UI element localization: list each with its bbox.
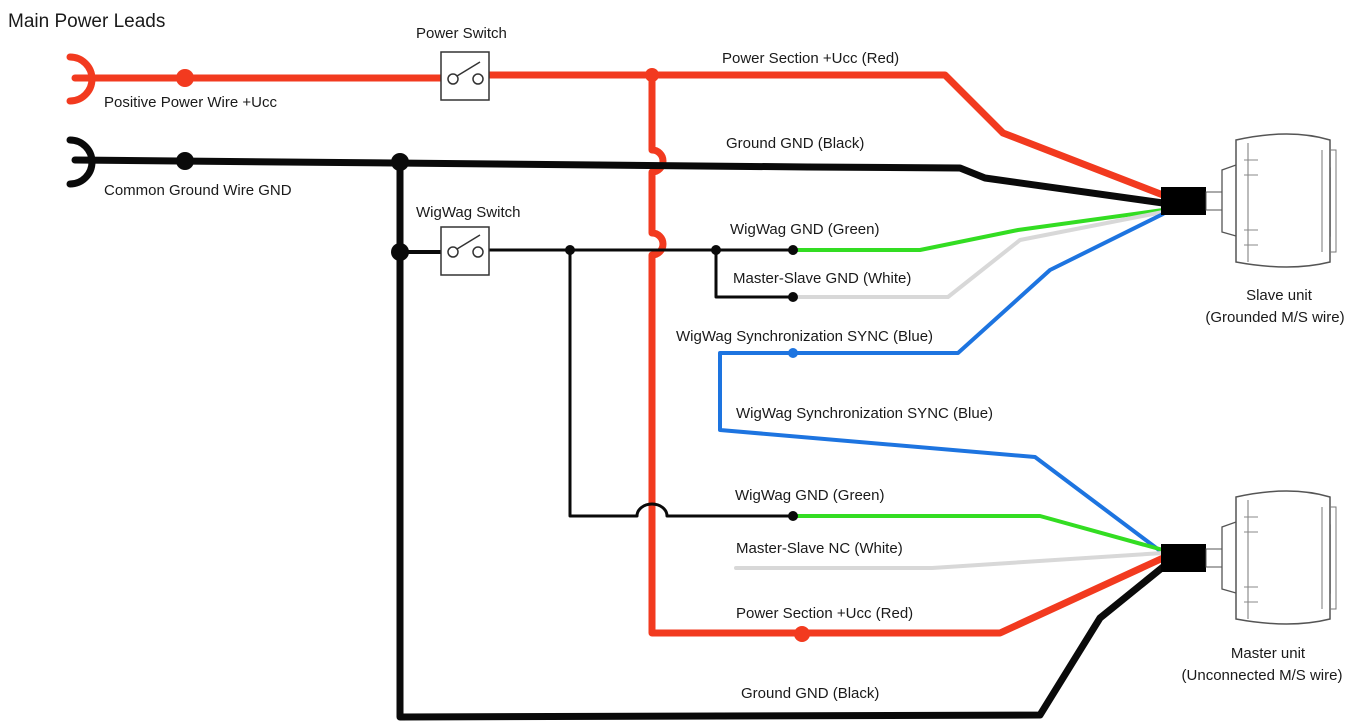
ground-lead-connector (66, 136, 96, 188)
slave-ms-wire-white (791, 210, 1165, 299)
junction-dot (788, 245, 798, 255)
junction-dot (788, 292, 798, 302)
wigwag-feed-master (568, 248, 795, 518)
junction-dot (176, 69, 194, 87)
slave-ms-white-label: Master-Slave GND (White) (733, 270, 911, 287)
sync-wire-blue (718, 212, 1165, 555)
junction-dot (788, 348, 798, 358)
wigwag-switch-label: WigWag Switch (416, 204, 520, 221)
slave-wigwag-wire-green (791, 208, 1165, 252)
slave-wigwag-green-label: WigWag GND (Green) (730, 221, 879, 238)
master-unit-name: Master unit (1231, 645, 1306, 662)
ms-ground-drop (714, 248, 795, 299)
slave-unit-note: (Grounded M/S wire) (1205, 309, 1344, 326)
slave-unit-icon (1161, 133, 1337, 268)
wigwag-switch-icon (440, 226, 490, 276)
positive-lead-connector (66, 53, 96, 105)
master-power-red-label: Power Section +Ucc (Red) (736, 605, 913, 622)
junction-dot (391, 153, 409, 171)
common-ground-wire (71, 156, 812, 171)
slave-power-red-label: Power Section +Ucc (Red) (722, 50, 899, 67)
junctions (176, 68, 810, 642)
power-switch-label: Power Switch (416, 25, 507, 42)
master-sync-blue-label: WigWag Synchronization SYNC (Blue) (736, 405, 993, 422)
junction-dot (788, 511, 798, 521)
master-ms-white-label: Master-Slave NC (White) (736, 540, 903, 557)
wires (71, 71, 1167, 721)
master-ground-wire-black (396, 158, 1167, 721)
slave-ground-black-label: Ground GND (Black) (726, 135, 864, 152)
master-wigwag-wire-green (791, 514, 1165, 552)
master-ms-wire-white (734, 551, 1165, 570)
diagram-title: Main Power Leads (8, 11, 165, 32)
master-unit-icon (1161, 490, 1337, 625)
slave-power-wire-red (484, 71, 1167, 199)
slave-sync-blue-label: WigWag Synchronization SYNC (Blue) (676, 328, 933, 345)
junction-dot (645, 68, 659, 82)
master-ground-black-label: Ground GND (Black) (741, 685, 879, 702)
slave-ground-wire-black (804, 163, 1167, 207)
power-switch-icon (440, 51, 490, 101)
common-ground-wire-label: Common Ground Wire GND (104, 182, 292, 199)
master-unit-note: (Unconnected M/S wire) (1182, 667, 1343, 684)
junction-dot (711, 245, 721, 255)
junction-dot (176, 152, 194, 170)
junction-dot (565, 245, 575, 255)
positive-power-wire-label: Positive Power Wire +Ucc (104, 94, 277, 111)
master-wigwag-green-label: WigWag GND (Green) (735, 487, 884, 504)
junction-dot (794, 626, 810, 642)
junction-dot (391, 243, 409, 261)
slave-unit-name: Slave unit (1246, 287, 1313, 304)
red-vertical-bus (648, 71, 1167, 637)
